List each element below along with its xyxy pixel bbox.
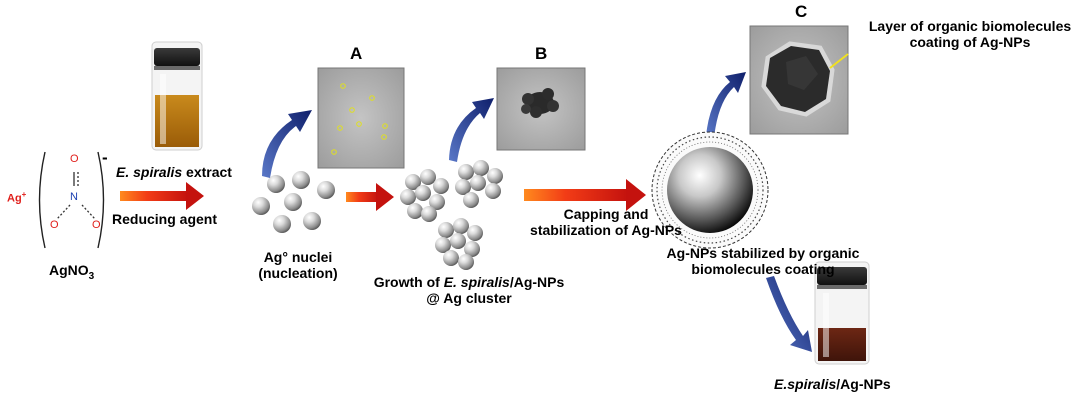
stabilized-label: Ag-NPs stabilized by organic biomolecule… <box>666 245 860 277</box>
extract-label: E. spiralis extract <box>116 164 232 180</box>
oxygen-left: O <box>50 219 59 231</box>
panel-a-label: A <box>350 44 363 63</box>
curved-arrow-c <box>706 72 746 138</box>
coated-ag-nanoparticle <box>651 131 769 249</box>
ag-cluster-3 <box>435 218 483 270</box>
curved-arrow-product <box>766 276 812 352</box>
growth-label: Growth of E. spiralis/Ag-NPs @ Ag cluste… <box>373 274 565 306</box>
ag-cluster-1 <box>400 169 449 222</box>
panel-c-label: C <box>795 2 808 21</box>
tem-panel-b <box>496 67 586 151</box>
reaction-arrow-3 <box>524 179 646 211</box>
oxygen-top: O <box>70 153 79 165</box>
agno3-formula: AgNO3 <box>49 262 95 282</box>
oxygen-right: O <box>92 219 101 231</box>
ag-nuclei-spheres <box>252 171 335 233</box>
product-vial <box>814 261 870 365</box>
curved-arrow-b <box>449 98 494 162</box>
product-label: E.spiralis/Ag-NPs <box>774 376 891 392</box>
panel-b-label: B <box>535 44 548 63</box>
tem-panel-a <box>317 67 405 169</box>
extract-vial <box>151 41 203 151</box>
silver-ion-label: Ag+ <box>7 190 27 205</box>
nitrate-structure <box>38 151 105 249</box>
nitrogen-atom: N <box>70 191 78 203</box>
tem-panel-c <box>749 25 849 135</box>
reaction-arrow-2 <box>346 183 394 211</box>
layer-note: Layer of organic biomolecules coating of… <box>868 18 1072 50</box>
reaction-arrow-1 <box>120 182 204 210</box>
nuclei-label: Ag° nuclei (nucleation) <box>258 249 338 281</box>
ag-cluster-2 <box>455 160 503 208</box>
anion-charge: - <box>102 148 108 167</box>
reducing-agent-label: Reducing agent <box>112 211 218 227</box>
curved-arrow-a <box>262 110 312 178</box>
pointer-line <box>829 53 849 69</box>
capping-label: Capping and stabilization of Ag-NPs <box>530 206 682 238</box>
